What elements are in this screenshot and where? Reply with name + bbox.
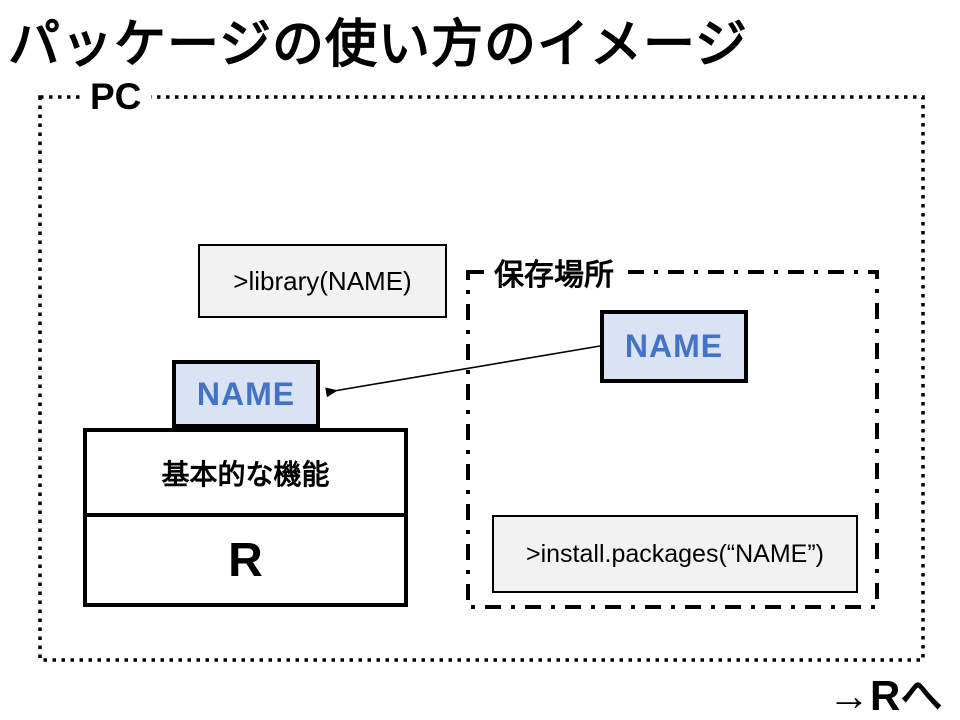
r-base-box: R <box>228 533 263 587</box>
r-functions-box: 基本的な機能 <box>87 432 404 517</box>
slide-title: パッケージの使い方のイメージ <box>8 16 748 74</box>
library-command-box: >library(NAME) <box>198 244 447 318</box>
pc-boundary-box <box>38 95 925 662</box>
install-arrow <box>325 345 601 398</box>
install-command-box: >install.packages(“NAME”) <box>492 515 858 593</box>
r-stack: 基本的な機能 R <box>83 428 408 607</box>
footer-note: →Rへ <box>828 672 943 719</box>
storage-label: 保存場所 <box>484 250 624 294</box>
pc-label: PC <box>80 76 152 118</box>
stored-package-box: NAME <box>600 310 748 383</box>
installed-package-box: NAME <box>172 360 320 428</box>
storage-boundary-box <box>466 270 879 609</box>
